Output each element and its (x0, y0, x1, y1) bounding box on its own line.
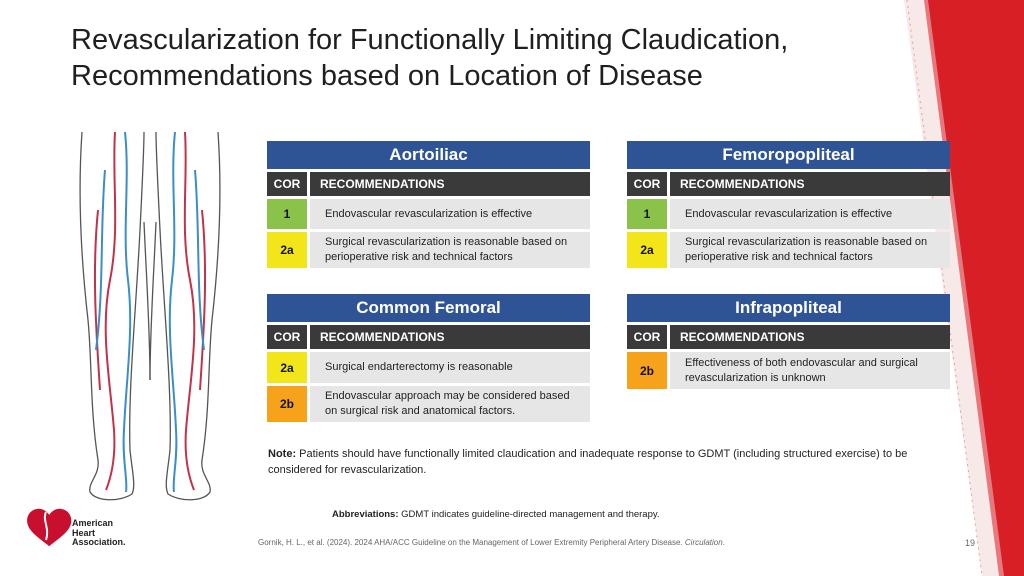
abbreviations: Abbreviations: GDMT indicates guideline-… (332, 509, 660, 520)
col-header-cor: COR (267, 172, 307, 196)
recommendation-text: Surgical revascularization is reasonable… (670, 232, 950, 268)
table-heading-femoropopliteal: Femoropopliteal (627, 141, 950, 169)
col-header-cor: COR (627, 172, 667, 196)
abbreviations-text: GDMT indicates guideline-directed manage… (398, 509, 660, 520)
table-row: 2b Effectiveness of both endovascular an… (627, 352, 950, 389)
table-femoropopliteal: Femoropopliteal COR RECOMMENDATIONS 1 En… (627, 141, 950, 268)
title-line-2: Recommendations based on Location of Dis… (71, 60, 703, 92)
table-row: 1 Endovascular revascularization is effe… (627, 199, 950, 229)
table-row: 1 Endovascular revascularization is effe… (267, 199, 590, 229)
column-header-row: COR RECOMMENDATIONS (267, 172, 590, 196)
abbreviations-label: Abbreviations: (332, 509, 399, 520)
logo-line-3: Association. (72, 537, 126, 547)
citation-journal: Circulation (684, 538, 723, 547)
col-header-recommendations: RECOMMENDATIONS (670, 172, 950, 196)
table-row: 2a Surgical revascularization is reasona… (627, 232, 950, 268)
note-label: Note: (268, 448, 297, 460)
cor-badge: 2a (627, 232, 667, 268)
table-heading-common-femoral: Common Femoral (267, 294, 590, 322)
col-header-recommendations: RECOMMENDATIONS (310, 172, 590, 196)
table-aortoiliac: Aortoiliac COR RECOMMENDATIONS 1 Endovas… (267, 141, 590, 268)
page-number: 19 (965, 538, 976, 548)
recommendation-text: Effectiveness of both endovascular and s… (670, 352, 950, 389)
cor-badge: 1 (627, 199, 667, 229)
col-header-recommendations: RECOMMENDATIONS (670, 325, 950, 349)
cor-badge: 2a (267, 352, 307, 383)
citation-text: Gornik, H. L., et al. (2024). 2024 AHA/A… (258, 538, 683, 547)
recommendation-text: Endovascular revascularization is effect… (310, 199, 590, 229)
citation: Gornik, H. L., et al. (2024). 2024 AHA/A… (258, 538, 725, 547)
col-header-cor: COR (627, 325, 667, 349)
title-line-1: Revascularization for Functionally Limit… (71, 24, 789, 56)
note-paragraph: Note: Patients should have functionally … (268, 446, 908, 478)
decorative-red-band (904, 0, 1024, 576)
citation-end: . (722, 538, 725, 547)
aha-logo-text: American Heart Association. (72, 518, 126, 548)
legs-vascular-illustration (79, 131, 221, 501)
recommendation-text: Surgical revascularization is reasonable… (310, 232, 590, 268)
table-heading-aortoiliac: Aortoiliac (267, 141, 590, 169)
table-heading-infrapopliteal: Infrapopliteal (627, 294, 950, 322)
recommendation-text: Endovascular revascularization is effect… (670, 199, 950, 229)
table-row: 2a Surgical endarterectomy is reasonable (267, 352, 590, 383)
logo-line-2: Heart (72, 527, 96, 538)
col-header-cor: COR (267, 325, 307, 349)
column-header-row: COR RECOMMENDATIONS (627, 172, 950, 196)
col-header-recommendations: RECOMMENDATIONS (310, 325, 590, 349)
column-header-row: COR RECOMMENDATIONS (267, 325, 590, 349)
table-row: 2a Surgical revascularization is reasona… (267, 232, 590, 268)
cor-badge: 2b (267, 386, 307, 422)
recommendation-text: Endovascular approach may be considered … (310, 386, 590, 422)
cor-badge: 2a (267, 232, 307, 268)
aha-heart-torch-logo-icon (27, 502, 72, 547)
table-row: 2b Endovascular approach may be consider… (267, 386, 590, 422)
table-infrapopliteal: Infrapopliteal COR RECOMMENDATIONS 2b Ef… (627, 294, 950, 389)
recommendation-text: Surgical endarterectomy is reasonable (310, 352, 590, 383)
logo-line-1: American (72, 518, 114, 528)
cor-badge: 2b (627, 352, 667, 389)
slide-title: Revascularization for Functionally Limit… (71, 22, 871, 94)
column-header-row: COR RECOMMENDATIONS (627, 325, 950, 349)
note-text: Patients should have functionally limite… (268, 448, 908, 476)
cor-badge: 1 (267, 199, 307, 229)
table-common-femoral: Common Femoral COR RECOMMENDATIONS 2a Su… (267, 294, 590, 422)
